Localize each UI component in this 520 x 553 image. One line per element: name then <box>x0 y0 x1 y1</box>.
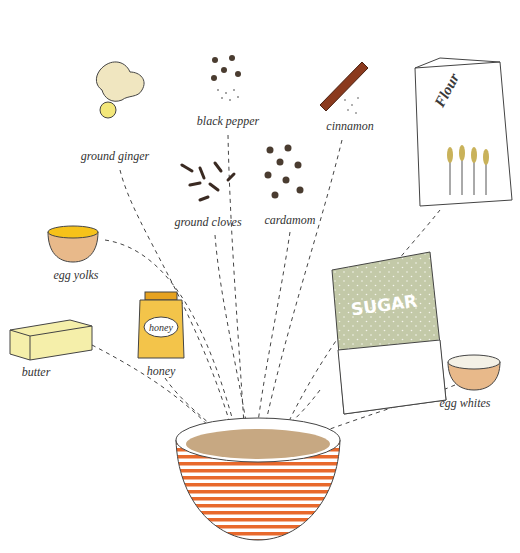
ingredient-label: ground cloves <box>174 216 241 229</box>
ingredient-label: egg yolks <box>54 269 99 282</box>
ingredient-label: honey <box>147 365 176 378</box>
ingredient-label: cinnamon <box>326 120 373 133</box>
ingredient-label: cardamom <box>265 214 316 227</box>
ingredient-label: egg whites <box>440 397 491 410</box>
ingredient-label: butter <box>22 366 51 379</box>
ingredient-label: black pepper <box>197 115 259 128</box>
ingredient-label: ground ginger <box>81 150 150 163</box>
jar-label: honey <box>149 322 173 333</box>
